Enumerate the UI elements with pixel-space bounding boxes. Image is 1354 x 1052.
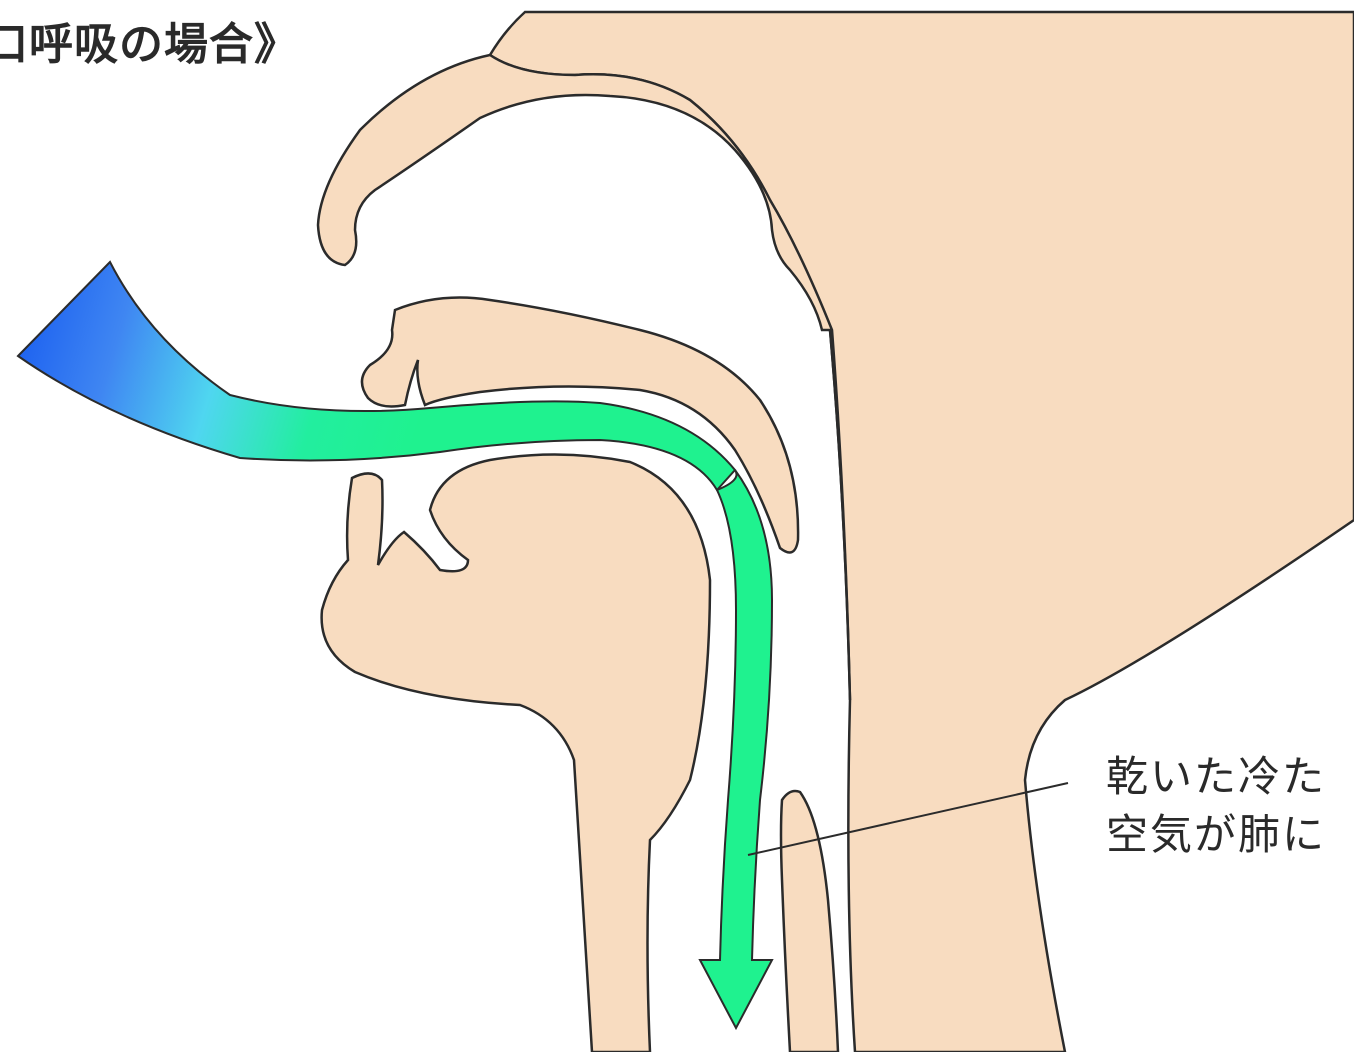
diagram-title: 口呼吸の場合》 [0,8,299,72]
caption-line-1: 乾いた冷た [1106,748,1326,806]
epiglottis [781,791,838,1052]
airflow-arrow [700,470,772,1028]
air-caption: 乾いた冷た 空気が肺に [1106,748,1326,864]
lower-jaw-tongue [322,454,710,1052]
caption-line-2: 空気が肺に [1106,806,1326,864]
